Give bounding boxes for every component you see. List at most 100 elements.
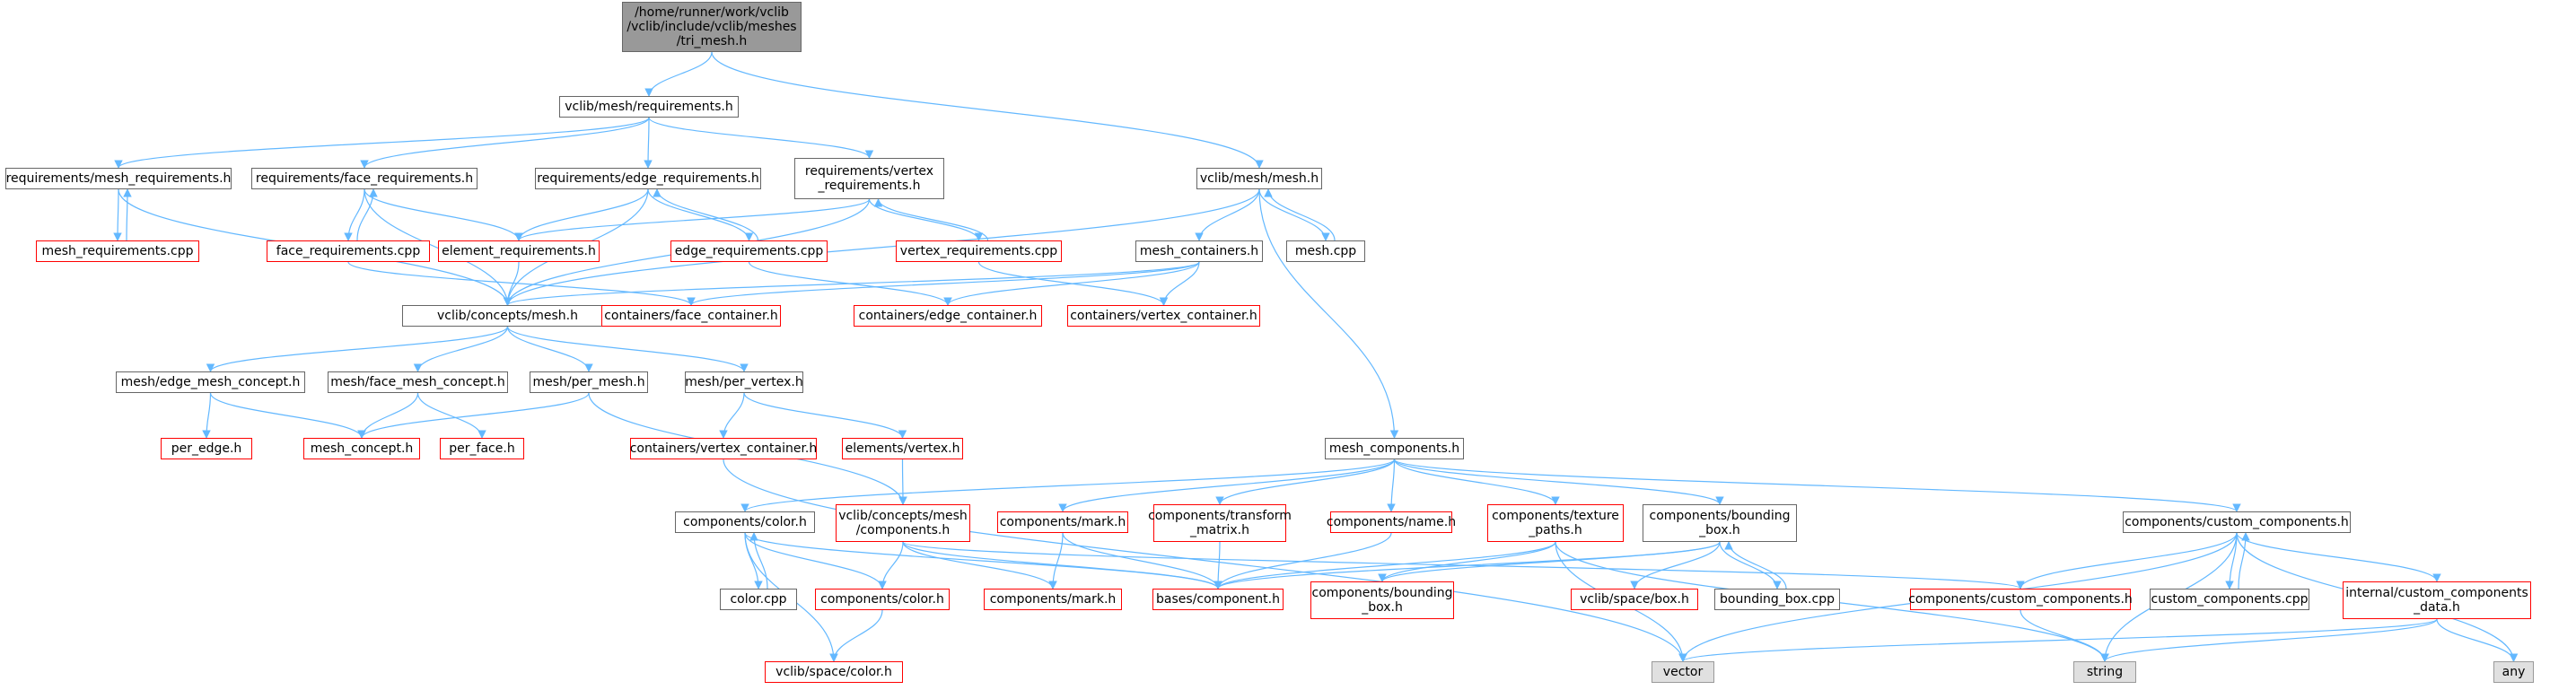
edge-mesh-containers-to-cont-face: [687, 261, 1200, 306]
node-face-mesh-concept[interactable]: mesh/face_mesh_concept.h: [328, 371, 508, 393]
edge-internal-custom-to-vector: [1678, 618, 2438, 662]
node-element-req[interactable]: element_requirements.h: [438, 240, 600, 262]
edge-req-vertex-req-to-vertex-req-cpp: [868, 198, 984, 241]
node-internal-custom[interactable]: internal/custom_components _data.h: [2343, 581, 2531, 619]
edge-cont-vertex-mid-to-vector: [723, 459, 1687, 662]
node-any[interactable]: any: [2493, 661, 2534, 683]
edge-mesh-req-to-req-face-req: [360, 117, 650, 169]
node-mesh-req-cpp[interactable]: mesh_requirements.cpp: [36, 240, 199, 262]
node-comp-bbox[interactable]: components/bounding _box.h: [1643, 504, 1797, 542]
edge-concepts-mesh-to-face-mesh-concept: [413, 326, 509, 372]
node-color-cpp[interactable]: color.cpp: [720, 589, 797, 610]
edge-req-edge-req-to-element-req: [514, 188, 649, 241]
edge-comp-texture-to-bases-component: [1214, 541, 1556, 590]
edge-internal-custom-to-string: [2100, 618, 2438, 662]
node-cont-vertex-mid[interactable]: containers/vertex_container.h: [630, 438, 817, 459]
node-comp-transform[interactable]: components/transform _matrix.h: [1148, 504, 1292, 542]
node-mesh-req[interactable]: vclib/mesh/requirements.h: [559, 96, 739, 118]
node-bases-component[interactable]: bases/component.h: [1152, 589, 1284, 610]
edge-per-vertex-to-elements-vertex: [743, 392, 907, 439]
edge-elements-vertex-to-concepts-mesh-comp: [898, 459, 907, 505]
edge-mesh-containers-to-cont-edge: [943, 261, 1200, 306]
edge-req-face-req-to-concepts-mesh: [364, 188, 513, 306]
edge-edge-req-cpp-to-req-edge-req: [653, 188, 759, 241]
edge-concept-comp-color-to-space-color: [829, 609, 883, 662]
node-comp-custom[interactable]: components/custom_components.h: [2123, 511, 2351, 533]
node-concept-comp-color[interactable]: components/color.h: [815, 589, 950, 610]
node-mesh-cpp[interactable]: mesh.cpp: [1286, 240, 1365, 262]
node-comp-color[interactable]: components/color.h: [675, 511, 815, 533]
edge-concepts-mesh-to-per-vertex: [506, 326, 749, 372]
edge-comp-bbox-to-bbox-cpp: [1719, 541, 1782, 590]
edge-per-vertex-to-cont-vertex-mid: [719, 392, 745, 439]
edge-mesh-mesh-to-mesh-components: [1258, 188, 1399, 439]
node-per-edge[interactable]: per_edge.h: [161, 438, 252, 459]
edge-comp-bbox-to-bases-component: [1214, 541, 1721, 590]
node-custom-comp-cpp[interactable]: custom_components.cpp: [2150, 589, 2309, 610]
node-mesh-components[interactable]: mesh_components.h: [1325, 438, 1464, 459]
node-cont-vertex-top[interactable]: containers/vertex_container.h: [1067, 305, 1260, 327]
node-concept-comp-custom[interactable]: components/custom_components.h: [1908, 589, 2133, 610]
edge-comp-color-to-color-cpp: [744, 532, 763, 590]
node-req-mesh-req[interactable]: requirements/mesh_requirements.h: [5, 168, 232, 189]
edge-req-face-req-to-face-req-cpp: [344, 188, 365, 241]
node-mesh-concept[interactable]: mesh_concept.h: [303, 438, 420, 459]
edge-mesh-containers-to-cont-vertex-top: [1159, 261, 1200, 306]
edge-mesh-components-to-comp-bbox: [1393, 459, 1724, 505]
edge-req-face-req-to-element-req: [364, 188, 523, 241]
node-elements-vertex[interactable]: elements/vertex.h: [842, 438, 963, 459]
edge-custom-comp-cpp-to-comp-custom: [2238, 532, 2250, 590]
node-per-vertex[interactable]: mesh/per_vertex.h: [685, 371, 803, 393]
node-mesh-containers[interactable]: mesh_containers.h: [1135, 240, 1263, 262]
edge-mesh-req-to-req-vertex-req: [648, 117, 874, 159]
node-req-edge-req[interactable]: requirements/edge_requirements.h: [535, 168, 761, 189]
edge-root-to-mesh-mesh: [711, 51, 1264, 169]
edge-comp-texture-to-concept-comp-bbox: [1378, 541, 1556, 582]
edge-comp-bbox-to-space-box: [1630, 541, 1721, 590]
edge-mesh-req-to-req-mesh-req: [114, 117, 650, 169]
node-edge-mesh-concept[interactable]: mesh/edge_mesh_concept.h: [116, 371, 305, 393]
node-vertex-req-cpp[interactable]: vertex_requirements.cpp: [896, 240, 1062, 262]
node-cont-face[interactable]: containers/face_container.h: [601, 305, 781, 327]
edge-mesh-cpp-to-mesh-mesh: [1264, 188, 1336, 241]
edge-comp-transform-to-bases-component: [1214, 541, 1222, 590]
edge-mesh-mesh-to-mesh-cpp: [1258, 188, 1330, 241]
node-per-face[interactable]: per_face.h: [440, 438, 524, 459]
edge-comp-mark-to-bases-component: [1062, 532, 1222, 590]
node-cont-edge[interactable]: containers/edge_container.h: [854, 305, 1042, 327]
node-root[interactable]: /home/runner/work/vclib /vclib/include/v…: [622, 2, 802, 52]
node-req-face-req[interactable]: requirements/face_requirements.h: [251, 168, 478, 189]
node-edge-req-cpp[interactable]: edge_requirements.cpp: [670, 240, 828, 262]
node-face-req-cpp[interactable]: face_requirements.cpp: [267, 240, 430, 262]
node-concepts-mesh-comp[interactable]: vclib/concepts/mesh /components.h: [836, 504, 970, 542]
node-vector[interactable]: vector: [1652, 661, 1714, 683]
node-comp-mark[interactable]: components/mark.h: [997, 511, 1128, 533]
edge-per-mesh-to-mesh-concept: [357, 392, 590, 439]
node-concept-comp-bbox[interactable]: components/bounding _box.h: [1310, 581, 1454, 619]
node-comp-texture[interactable]: components/texture _paths.h: [1487, 504, 1624, 542]
edge-mesh-components-to-comp-color: [740, 459, 1396, 512]
node-per-mesh[interactable]: mesh/per_mesh.h: [530, 371, 648, 393]
edge-color-cpp-to-comp-color: [749, 532, 768, 590]
edge-comp-name-to-bases-component: [1214, 532, 1392, 590]
node-concepts-mesh[interactable]: vclib/concepts/mesh.h: [402, 305, 613, 327]
node-comp-name[interactable]: components/name.h: [1327, 511, 1456, 533]
edge-face-req-cpp-to-req-face-req: [356, 188, 378, 241]
node-string[interactable]: string: [2073, 661, 2136, 683]
edge-edge-mesh-concept-to-per-edge: [202, 392, 212, 439]
edge-root-to-mesh-req: [644, 51, 713, 97]
edge-internal-custom-to-any: [2436, 618, 2519, 662]
node-bbox-cpp[interactable]: bounding_box.cpp: [1714, 589, 1840, 610]
node-req-vertex-req[interactable]: requirements/vertex _requirements.h: [794, 158, 944, 199]
edge-comp-custom-to-concept-comp-custom: [2016, 532, 2238, 590]
edge-concepts-mesh-comp-to-concept-comp-color: [878, 541, 904, 590]
edge-comp-bbox-to-concept-comp-bbox: [1378, 541, 1721, 582]
node-concept-comp-mark[interactable]: components/mark.h: [984, 589, 1122, 610]
node-space-color[interactable]: vclib/space/color.h: [765, 661, 903, 683]
edge-concepts-mesh-to-per-mesh: [506, 326, 593, 372]
edge-concepts-mesh-to-edge-mesh-concept: [206, 326, 509, 372]
node-mesh-mesh[interactable]: vclib/mesh/mesh.h: [1196, 168, 1322, 189]
node-space-box[interactable]: vclib/space/box.h: [1571, 589, 1698, 610]
